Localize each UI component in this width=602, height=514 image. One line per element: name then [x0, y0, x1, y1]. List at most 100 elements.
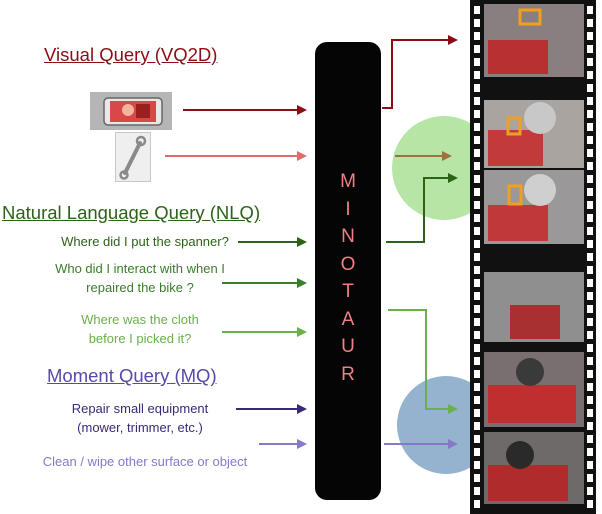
frame-scene-1	[488, 40, 548, 74]
film-sprocket-hole	[474, 58, 480, 66]
mq-heading: Moment Query (MQ)	[47, 365, 217, 386]
frame-scene-3	[488, 205, 548, 241]
film-sprocket-hole	[587, 58, 593, 66]
film-sprocket-hole	[587, 487, 593, 495]
film-sprocket-hole	[587, 344, 593, 352]
film-sprocket-hole	[587, 175, 593, 183]
film-sprocket-hole	[587, 383, 593, 391]
model-name: M I N O T A U R	[340, 171, 356, 385]
film-sprocket-hole	[587, 500, 593, 508]
film-sprocket-hole	[474, 123, 480, 131]
film-sprocket-hole	[587, 448, 593, 456]
film-sprocket-hole	[474, 136, 480, 144]
film-sprocket-hole	[587, 474, 593, 482]
film-sprocket-hole	[474, 500, 480, 508]
frame-scene-helmet-6	[506, 441, 534, 469]
film-sprocket-hole	[587, 123, 593, 131]
film-sprocket-hole	[474, 305, 480, 313]
frame-scene-6	[488, 465, 568, 501]
film-sprocket-hole	[587, 149, 593, 157]
film-sprocket-hole	[474, 487, 480, 495]
frame-scene-helmet-2	[524, 102, 556, 134]
nlq-output-arrow	[386, 173, 458, 243]
film-sprocket-hole	[474, 318, 480, 326]
film-sprocket-hole	[587, 136, 593, 144]
film-sprocket-hole	[474, 149, 480, 157]
film-sprocket-hole	[587, 97, 593, 105]
phone-photo-icon	[90, 92, 172, 130]
film-sprocket-hole	[587, 84, 593, 92]
film-sprocket-hole	[587, 370, 593, 378]
film-sprocket-hole	[587, 201, 593, 209]
film-sprocket-hole	[587, 162, 593, 170]
mq-query-1: Repair small equipment (mower, trimmer, …	[71, 401, 209, 435]
film-sprocket-hole	[474, 474, 480, 482]
nlq-heading: Natural Language Query (NLQ)	[2, 202, 261, 223]
film-sprocket-hole	[474, 435, 480, 443]
frame-scene-helmet-3	[524, 174, 556, 206]
film-sprocket-hole	[474, 45, 480, 53]
frame-scene-5	[488, 385, 576, 423]
film-sprocket-hole	[474, 71, 480, 79]
film-sprocket-hole	[474, 32, 480, 40]
film-sprocket-hole	[474, 422, 480, 430]
frame-scene-helmet-5	[516, 358, 544, 386]
film-sprocket-hole	[587, 32, 593, 40]
film-strip-icon	[470, 0, 596, 514]
film-sprocket-hole	[474, 409, 480, 417]
film-sprocket-hole	[587, 422, 593, 430]
phone-photo-drawing	[90, 92, 172, 130]
film-sprocket-hole	[587, 188, 593, 196]
film-sprocket-hole	[587, 435, 593, 443]
film-sprocket-hole	[474, 383, 480, 391]
vq-output-arrow	[382, 35, 458, 109]
film-sprocket-hole	[587, 279, 593, 287]
film-sprocket-hole	[474, 279, 480, 287]
minotaur-model-block: M I N O T A U R	[315, 42, 381, 500]
film-sprocket-hole	[474, 396, 480, 404]
film-sprocket-hole	[587, 331, 593, 339]
film-sprocket-hole	[474, 175, 480, 183]
bounding-box-icon	[518, 8, 542, 26]
film-sprocket-hole	[474, 201, 480, 209]
film-sprocket-hole	[474, 97, 480, 105]
film-sprocket-hole	[474, 227, 480, 235]
film-sprocket-hole	[474, 240, 480, 248]
bounding-box-icon	[507, 184, 523, 206]
bounding-box-icon	[506, 116, 522, 136]
film-sprocket-hole	[587, 71, 593, 79]
film-sprocket-hole	[474, 292, 480, 300]
nlq-query-1: Where did I put the spanner?	[61, 234, 229, 249]
nlq-output-arrow-2	[388, 309, 458, 414]
film-sprocket-hole	[474, 370, 480, 378]
film-sprocket-hole	[474, 266, 480, 274]
frame-scene-2	[488, 130, 543, 166]
film-sprocket-hole	[474, 344, 480, 352]
film-sprocket-hole	[587, 266, 593, 274]
film-sprocket-hole	[474, 6, 480, 14]
spanner-photo-icon	[115, 132, 151, 182]
film-sprocket-hole	[587, 227, 593, 235]
film-sprocket-hole	[474, 19, 480, 27]
film-sprocket-hole	[474, 331, 480, 339]
film-sprocket-hole	[587, 318, 593, 326]
film-sprocket-hole	[587, 240, 593, 248]
film-sprocket-hole	[587, 461, 593, 469]
film-sprocket-hole	[587, 292, 593, 300]
vq-heading: Visual Query (VQ2D)	[44, 44, 218, 65]
film-sprocket-hole	[474, 188, 480, 196]
film-sprocket-hole	[474, 253, 480, 261]
film-sprocket-hole	[587, 214, 593, 222]
film-sprocket-hole	[474, 84, 480, 92]
frame-scene-4	[510, 305, 560, 339]
spanner-photo-drawing	[119, 135, 147, 180]
mq-query-2: Clean / wipe other surface or object	[42, 454, 248, 469]
film-sprocket-hole	[587, 253, 593, 261]
film-sprocket-hole	[587, 110, 593, 118]
nlq-query-3: Where was the cloth before I picked it?	[81, 312, 199, 346]
film-sprocket-hole	[474, 448, 480, 456]
film-sprocket-hole	[474, 162, 480, 170]
film-sprocket-hole	[474, 461, 480, 469]
film-sprocket-hole	[587, 45, 593, 53]
film-sprocket-hole	[474, 357, 480, 365]
